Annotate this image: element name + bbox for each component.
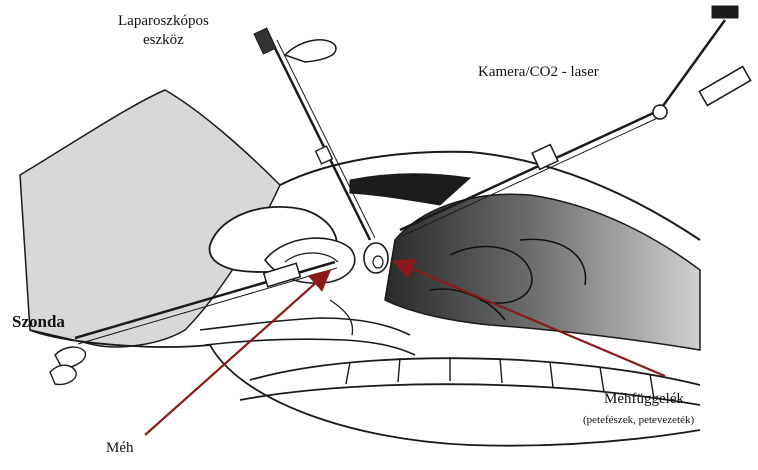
adnexa-detail-label: (petefészek, petevezeték) [583,414,694,426]
adnexa-label: Méhfüggelék [604,391,684,408]
laparoscopic-tool-label: Laparoszkópos eszköz [118,12,209,50]
camera-laser-instrument [400,6,751,236]
gas-cavity [350,174,470,205]
intestines [385,194,700,350]
uterus-label: Méh [106,440,134,457]
adnexa-ovary [364,243,388,273]
camera-laser-label: Kamera/CO2 - laser [478,64,599,81]
laparoscopic-tool-label-line1: Laparoszkópos [118,12,209,31]
probe-label: Szonda [12,312,65,332]
laparoscopic-tool-label-line2: eszköz [118,31,209,50]
